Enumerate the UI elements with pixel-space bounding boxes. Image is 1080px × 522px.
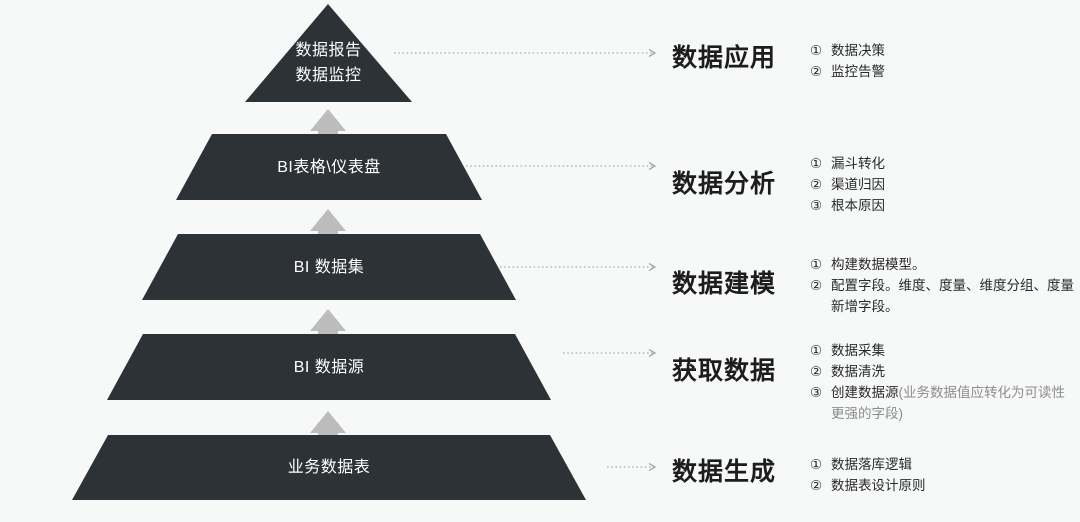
pyramid-layer-apex xyxy=(245,4,412,102)
stage-title-data-analysis: 数据分析 xyxy=(672,170,777,198)
note-marker: ① xyxy=(810,156,823,171)
pyramid-layer-biz-table xyxy=(72,435,586,500)
note-text: 数据表设计原则 xyxy=(831,478,926,493)
note-item: ② 数据表设计原则 xyxy=(810,475,1078,496)
note-text: 数据清洗 xyxy=(831,364,885,379)
note-text: 数据决策 xyxy=(831,43,885,58)
note-marker: ③ xyxy=(810,385,823,400)
note-item: ① 数据决策 xyxy=(810,40,1078,61)
note-text: 数据采集 xyxy=(831,343,885,358)
stage-notes-data-application: ① 数据决策 ② 监控告警 xyxy=(810,40,1078,82)
pyramid-layer-bi-source xyxy=(107,334,551,400)
stage-title-data-generation: 数据生成 xyxy=(672,458,777,486)
pyramid-layer-bi-dashboard xyxy=(176,134,482,200)
stage-title-data-modeling: 数据建模 xyxy=(672,270,777,298)
note-marker: ② xyxy=(810,278,823,293)
note-item: ③ 根本原因 xyxy=(810,195,1078,216)
note-text: 创建数据源(业务数据值应转化为可读性更强的字段) xyxy=(831,385,1065,421)
note-text: 渠道归因 xyxy=(831,177,885,192)
note-marker: ① xyxy=(810,43,823,58)
note-item: ② 监控告警 xyxy=(810,61,1078,82)
stage-notes-data-acquisition: ① 数据采集 ② 数据清洗 ③ 创建数据源(业务数据值应转化为可读性更强的字段) xyxy=(810,340,1078,424)
note-marker: ① xyxy=(810,457,823,472)
stage-notes-data-modeling: ① 构建数据模型。 ② 配置字段。维度、度量、维度分组、度量新增字段。 xyxy=(810,254,1078,317)
stage-title-data-acquisition: 获取数据 xyxy=(672,357,777,385)
note-text: 配置字段。维度、度量、维度分组、度量新增字段。 xyxy=(831,278,1074,314)
stage-title-data-application: 数据应用 xyxy=(672,44,777,72)
note-marker: ② xyxy=(810,478,823,493)
note-item: ① 数据落库逻辑 xyxy=(810,454,1078,475)
note-marker: ② xyxy=(810,64,823,79)
note-marker: ① xyxy=(810,257,823,272)
note-text: 监控告警 xyxy=(831,64,885,79)
note-text-muted: (业务数据值应转化为可读性更强的字段) xyxy=(831,385,1065,421)
pyramid-layer-bi-dataset xyxy=(142,234,516,300)
note-text: 根本原因 xyxy=(831,198,885,213)
note-item: ② 渠道归因 xyxy=(810,174,1078,195)
note-item: ③ 创建数据源(业务数据值应转化为可读性更强的字段) xyxy=(810,382,1078,424)
note-item: ① 数据采集 xyxy=(810,340,1078,361)
note-text: 数据落库逻辑 xyxy=(831,457,912,472)
note-marker: ② xyxy=(810,177,823,192)
note-text: 漏斗转化 xyxy=(831,156,885,171)
note-item: ② 数据清洗 xyxy=(810,361,1078,382)
note-text: 构建数据模型。 xyxy=(831,257,926,272)
note-marker: ③ xyxy=(810,198,823,213)
stage-notes-data-analysis: ① 漏斗转化 ② 渠道归因 ③ 根本原因 xyxy=(810,153,1078,216)
stage-notes-data-generation: ① 数据落库逻辑 ② 数据表设计原则 xyxy=(810,454,1078,496)
pyramid-graphic xyxy=(72,4,657,500)
note-marker: ② xyxy=(810,364,823,379)
connector-group xyxy=(394,49,657,471)
note-item: ① 漏斗转化 xyxy=(810,153,1078,174)
note-item: ① 构建数据模型。 xyxy=(810,254,1078,275)
note-item: ② 配置字段。维度、度量、维度分组、度量新增字段。 xyxy=(810,275,1078,317)
note-marker: ① xyxy=(810,343,823,358)
